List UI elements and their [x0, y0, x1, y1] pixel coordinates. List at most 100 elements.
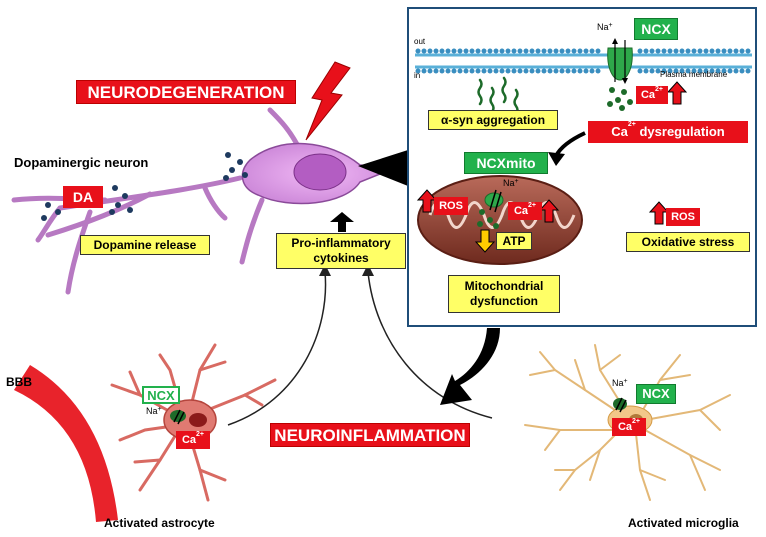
na-astrocyte-text: Na [146, 406, 158, 416]
ca-membrane-label: Ca2+ [636, 86, 668, 104]
phospholipid-head [445, 48, 451, 54]
ca-mito-text: Ca [513, 205, 529, 217]
phospholipid-head [451, 68, 457, 74]
phospholipid-head [535, 68, 541, 74]
phospholipid-head [535, 48, 541, 54]
up-arrow-icon [416, 81, 688, 225]
phospholipid-head [577, 68, 583, 74]
mitochondrion [417, 175, 583, 265]
phospholipid-head [463, 68, 469, 74]
phospholipid-head [577, 48, 583, 54]
phospholipid-head [637, 48, 643, 54]
phospholipid-head [733, 48, 739, 54]
phospholipid-head [721, 68, 727, 74]
phospholipid-head [481, 48, 487, 54]
phospholipid-head [739, 48, 745, 54]
phospholipid-head [517, 48, 523, 54]
na-label: Na+ [597, 22, 613, 32]
phospholipid-head [595, 48, 601, 54]
phospholipid-head [529, 48, 535, 54]
phospholipid-head [547, 68, 553, 74]
atp-label: ATP [496, 232, 532, 250]
ncx-label: NCX [634, 18, 678, 40]
phospholipid-head [745, 68, 751, 74]
phospholipid-head [589, 68, 595, 74]
phospholipid-head [529, 68, 535, 74]
phospholipid-head [487, 48, 493, 54]
phospholipid-head [493, 48, 499, 54]
alpha-syn-aggregation-label: α-syn aggregation [428, 110, 558, 130]
phospholipid-head [505, 68, 511, 74]
phospholipid-head [643, 68, 649, 74]
phospholipid-head [511, 48, 517, 54]
phospholipid-head [559, 48, 565, 54]
phospholipid-head [703, 68, 709, 74]
phospholipid-head [727, 48, 733, 54]
phospholipid-head [439, 68, 445, 74]
ca-dysregulation-label: Ca2+ dysregulation [588, 121, 748, 143]
phospholipid-head [679, 48, 685, 54]
na-microglia-label: Na+ [612, 378, 628, 388]
phospholipid-head [643, 48, 649, 54]
phospholipid-head [739, 68, 745, 74]
phospholipid-head [571, 48, 577, 54]
phospholipid-head [481, 68, 487, 74]
da-label: DA [63, 186, 103, 208]
up-arrow-icon [330, 212, 354, 232]
neurodegeneration-label: NEURODEGENERATION [76, 80, 296, 104]
phospholipid-head [559, 68, 565, 74]
phospholipid-head [709, 48, 715, 54]
phospholipid-head [649, 48, 655, 54]
phospholipid-head [571, 68, 577, 74]
neuron-nucleus [293, 153, 347, 191]
phospholipid-head [499, 68, 505, 74]
phospholipid-head [421, 48, 427, 54]
phospholipid-head [589, 48, 595, 54]
phospholipid-head [457, 68, 463, 74]
phospholipid-head [415, 48, 421, 54]
na-charge: + [608, 22, 613, 29]
phospholipid-head [547, 48, 553, 54]
phospholipid-head [685, 68, 691, 74]
transporter-icon [607, 47, 633, 81]
phospholipid-head [451, 48, 457, 54]
calcium-dots-icon [607, 87, 633, 111]
ca-dysregulation-ca: Ca [611, 124, 628, 139]
phospholipid-head [697, 48, 703, 54]
phospholipid-head [439, 48, 445, 54]
na-microglia-charge: + [623, 378, 628, 385]
pro-inflammatory-line1: Pro-inflammatory [291, 236, 391, 250]
ros-oxidative-label: ROS [666, 208, 700, 226]
ca-dysregulation-text: dysregulation [635, 124, 725, 139]
phospholipid-head [661, 48, 667, 54]
phospholipid-head [709, 68, 715, 74]
phospholipid-head [445, 68, 451, 74]
lightning-icon [305, 61, 351, 141]
phospholipid-head [553, 68, 559, 74]
na-astrocyte-label: Na+ [146, 406, 162, 416]
phospholipid-head [691, 68, 697, 74]
microglia-transporter-icon [613, 398, 627, 410]
phospholipid-head [427, 68, 433, 74]
phospholipid-head [469, 68, 475, 74]
in-label: in [414, 71, 421, 80]
ca-astrocyte-charge: 2+ [196, 431, 205, 438]
phospholipid-head [457, 48, 463, 54]
plasma-membrane [415, 48, 752, 74]
out-label: out [414, 37, 426, 46]
phospholipid-head [553, 48, 559, 54]
phospholipid-head [745, 48, 751, 54]
na-mito-charge: + [514, 178, 519, 185]
panel-pointer [358, 150, 408, 186]
phospholipid-head [655, 48, 661, 54]
pro-inflammatory-cytokines-label: Pro-inflammatory cytokines [276, 233, 406, 269]
dopaminergic-neuron [11, 107, 396, 295]
phospholipid-head [493, 68, 499, 74]
phospholipid-head [715, 68, 721, 74]
phospholipid-head [433, 68, 439, 74]
oxidative-stress-label: Oxidative stress [626, 232, 750, 252]
blood-brain-barrier [14, 365, 118, 522]
inflammation-arrow [440, 328, 500, 405]
mitochondrial-dysfunction-label: Mitochondrial dysfunction [448, 275, 560, 313]
